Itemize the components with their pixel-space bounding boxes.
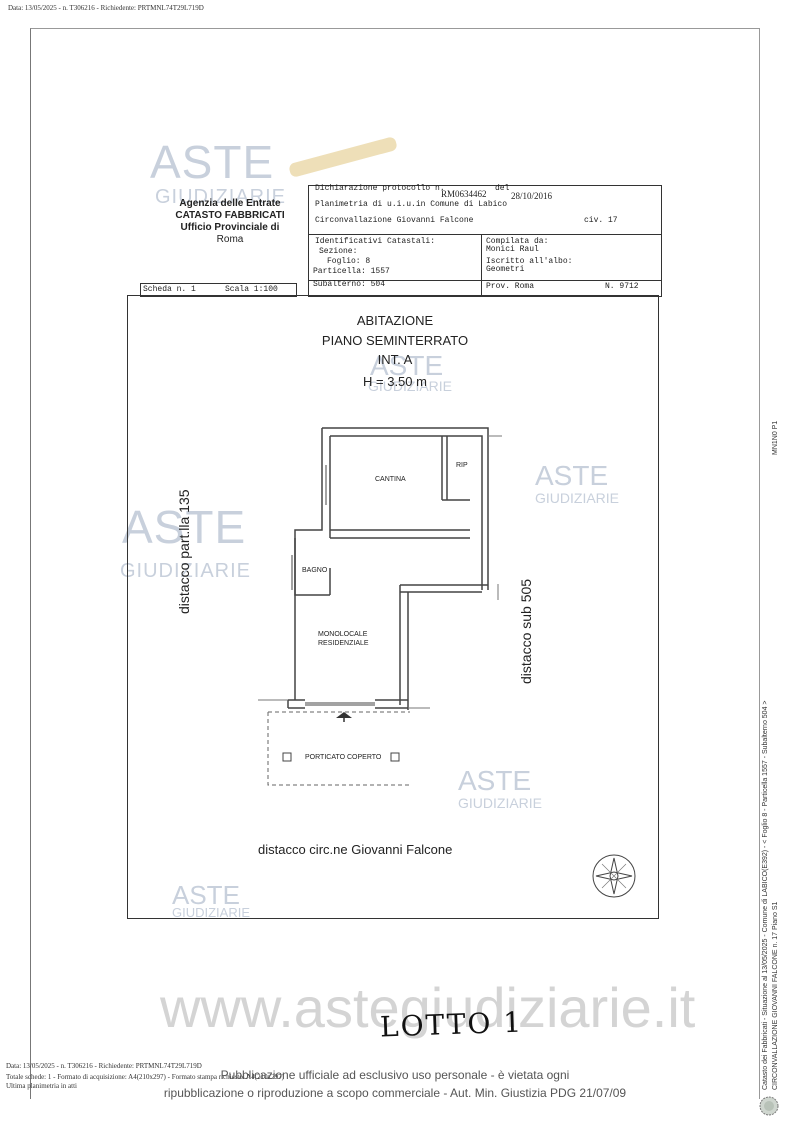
distacco-bottom-label: distacco circ.ne Giovanni Falcone xyxy=(258,842,453,857)
scala-text: Scala 1:100 xyxy=(225,285,278,294)
foglio-text: Foglio: 8 xyxy=(327,257,371,266)
numero-text: N. 9712 xyxy=(605,282,639,291)
watermark-aste: ASTE xyxy=(150,136,275,188)
scheda-text: Scheda n. 1 xyxy=(143,285,196,294)
drawing-title-2: PIANO SEMINTERRATO xyxy=(321,333,469,348)
address-text: Circonvallazione Giovanni Falcone xyxy=(315,216,474,225)
seal-icon xyxy=(759,1096,779,1116)
subalterno-text: Subalterno: 504 xyxy=(313,280,386,289)
watermark-aste: ASTE xyxy=(458,765,532,796)
agency-line2: CATASTO FABBRICATI xyxy=(175,210,285,221)
compilata-label: Compilata da: xyxy=(486,237,549,246)
room-label-porticato: PORTICATO COPERTO xyxy=(305,754,382,761)
sezione-text: Sezione: xyxy=(319,247,358,256)
room-label-cantina: CANTINA xyxy=(375,476,406,483)
watermark-site: www.astegiudiziarie.it xyxy=(160,976,696,1039)
room-label-rip: RIP xyxy=(456,462,468,469)
sheet-border xyxy=(30,28,760,1099)
compilata-name: Monici Raul xyxy=(486,245,539,254)
agency-line3: Ufficio Provinciale di xyxy=(180,222,280,233)
handwritten-lotto: LOTTO 1 xyxy=(379,1005,524,1044)
header-box: Dichiarazione protocollo n. RM0634462 de… xyxy=(308,184,662,297)
watermark-giudiziarie: GIUDIZIARIE xyxy=(120,560,252,582)
watermark-giudiziarie: GIUDIZIARIE xyxy=(535,490,620,506)
iscritto-value: Geometri xyxy=(486,265,525,274)
compass-icon xyxy=(592,854,636,898)
top-metadata: Data: 13/05/2025 - n. T306216 - Richiede… xyxy=(8,4,204,12)
prov-text: Prov. Roma xyxy=(486,282,535,291)
scheda-box: Scheda n. 1 Scala 1:100 xyxy=(140,283,297,297)
watermark-giudiziarie: GIUDIZIARIE xyxy=(172,905,251,920)
ident-label: Identificativi Catastali: xyxy=(315,237,436,246)
footer-meta-3: Ultima planimetria in atti xyxy=(6,1082,77,1090)
agency-line1: Agenzia delle Entrate xyxy=(179,198,281,209)
room-label-monolocale-2: RESIDENZIALE xyxy=(318,640,369,647)
watermark-aste: ASTE xyxy=(122,501,247,553)
side-address-text: CIRCONVALLAZIONE GIOVANNI FALCONE n. 17 … xyxy=(772,901,779,1090)
distacco-left-label: distacco part.lla 135 xyxy=(176,489,192,614)
drawing-title-3: INT. A xyxy=(377,352,413,367)
watermark-giudiziarie: GIUDIZIARIE xyxy=(155,186,287,208)
del-label: del xyxy=(495,184,510,193)
watermark-giudiziarie: GIUDIZIARIE xyxy=(368,378,453,394)
protocollo-number: RM0634462 xyxy=(441,189,487,199)
room-label-monolocale-1: MONOLOCALE xyxy=(318,631,368,638)
side-catasto-text: Catasto dei Fabbricati - Situazione al 1… xyxy=(762,700,769,1091)
watermark-aste: ASTE xyxy=(370,350,444,381)
publication-notice-1: Pubblicazione ufficiale ad esclusivo uso… xyxy=(220,1068,570,1082)
watermark-giudiziarie: GIUDIZIARIE xyxy=(458,795,543,811)
civ-text: civ. 17 xyxy=(584,216,618,225)
protocollo-date: 28/10/2016 xyxy=(511,191,553,201)
room-label-bagno: BAGNO xyxy=(302,567,328,574)
watermark-aste: ASTE xyxy=(535,460,609,491)
drawing-frame xyxy=(127,295,659,919)
footer-meta-1: Data: 13/05/2025 - n. T306216 - Richiede… xyxy=(6,1062,202,1070)
side-code: MN1N0 P1 xyxy=(772,420,779,455)
agency-line4: Roma xyxy=(216,234,244,245)
planimetria-text: Planimetria di u.i.u.in Comune di Labico xyxy=(315,200,508,209)
iscritto-label: Iscritto all'albo: xyxy=(486,257,573,266)
particella-text: Particella: 1557 xyxy=(313,267,390,276)
agency-block: Agenzia delle Entrate CATASTO FABBRICATI… xyxy=(160,198,300,246)
publication-notice-2: ripubblicazione o riproduzione a scopo c… xyxy=(163,1086,627,1100)
footer-meta-2: Totale schede: 1 - Formato di acquisizio… xyxy=(6,1073,284,1081)
distacco-right-label: distacco sub 505 xyxy=(518,578,534,684)
watermark-aste: ASTE xyxy=(172,880,240,910)
drawing-title-4: H = 3.50 m xyxy=(363,374,427,389)
dichiarazione-label: Dichiarazione protocollo n. xyxy=(315,184,445,193)
drawing-title-1: ABITAZIONE xyxy=(356,313,434,328)
